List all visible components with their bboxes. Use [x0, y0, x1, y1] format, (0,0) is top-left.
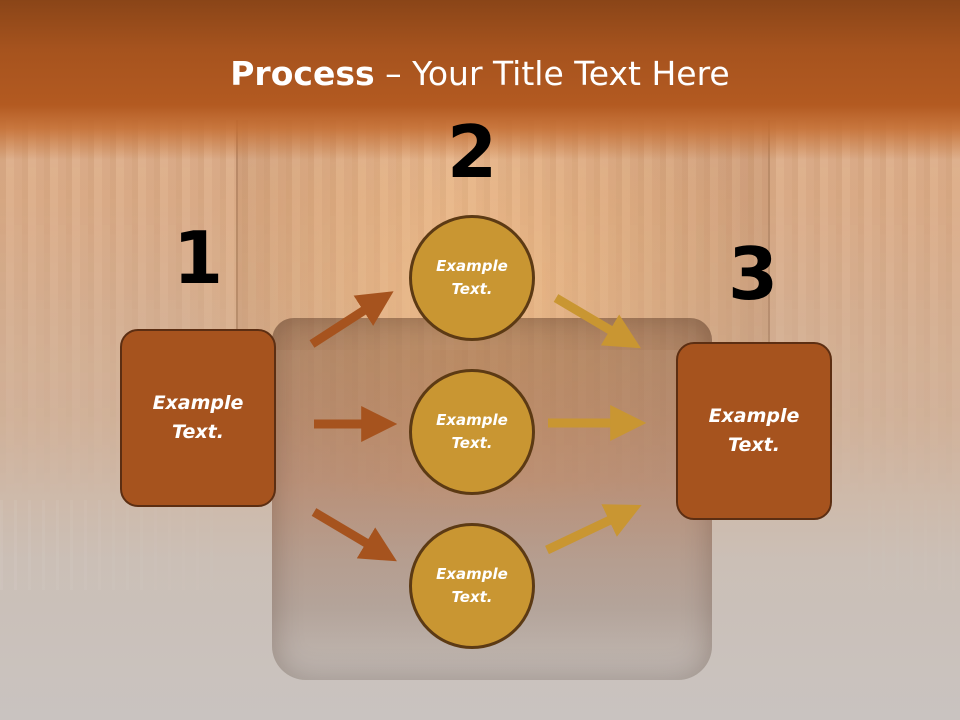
arrows-into-step-2 — [309, 291, 398, 562]
step-1-label: Example Text. — [152, 392, 244, 443]
step-2-circle-bottom-label: Example Text. — [436, 565, 508, 606]
step-2-circle-top[interactable]: Example Text. — [409, 215, 535, 341]
title-bar — [0, 0, 960, 160]
step-number-3: 3 — [727, 232, 779, 316]
step-2-circle-bottom[interactable]: Example Text. — [409, 523, 535, 649]
step-number-2: 2 — [446, 110, 498, 194]
arrows-into-step-3 — [545, 294, 647, 555]
step-1-box[interactable]: Example Text. — [120, 329, 276, 507]
step-2-circle-middle-label: Example Text. — [436, 411, 508, 452]
slide-title: Process – Your Title Text Here — [0, 52, 960, 96]
arrow-1-to-bottom — [311, 508, 397, 562]
arrow-top-to-3 — [553, 294, 641, 349]
arrow-bottom-to-3 — [545, 504, 642, 555]
arrow-1-to-top — [309, 291, 394, 348]
step-2-circle-middle[interactable]: Example Text. — [409, 369, 535, 495]
title-bold: Process — [230, 54, 375, 93]
step-2-circle-top-label: Example Text. — [436, 257, 508, 298]
step-3-label: Example Text. — [708, 405, 800, 456]
title-rest: – Your Title Text Here — [374, 54, 730, 93]
step-number-1: 1 — [172, 216, 224, 300]
step-3-box[interactable]: Example Text. — [676, 342, 832, 520]
